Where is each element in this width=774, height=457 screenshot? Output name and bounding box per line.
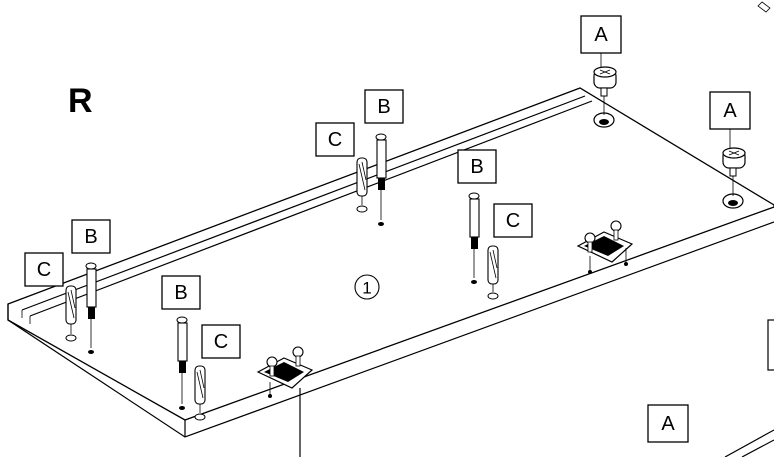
svg-text:C: C <box>328 129 342 151</box>
cam-bolt-b-left <box>85 262 97 354</box>
label-c-back: C <box>315 122 355 157</box>
svg-text:C: C <box>506 210 520 232</box>
label-a-bottom: A <box>647 404 689 443</box>
dowel-c-front <box>194 365 206 421</box>
secondary-board-edge <box>724 319 774 457</box>
dowel-c-left <box>65 285 77 342</box>
cam-bolt-b-front <box>176 316 188 410</box>
dowel-c-back <box>356 157 368 213</box>
board-panel <box>7 87 774 438</box>
svg-text:B: B <box>174 282 187 304</box>
svg-text:A: A <box>723 100 737 122</box>
label-a-right: A <box>709 91 751 148</box>
cam-lock-a-top <box>593 66 617 128</box>
label-b-middle: B <box>457 149 497 184</box>
svg-text:B: B <box>377 96 390 118</box>
cam-lock-a-right <box>722 147 746 209</box>
svg-text:C: C <box>214 331 228 353</box>
svg-text:1: 1 <box>362 279 371 298</box>
svg-text:B: B <box>470 156 483 178</box>
step-marker: 1 <box>354 274 380 300</box>
hinge-plate-right <box>576 220 634 274</box>
label-b-front: B <box>161 275 201 310</box>
svg-text:A: A <box>661 413 675 435</box>
label-b-left: B <box>71 219 111 254</box>
label-c-left: C <box>24 252 64 287</box>
cam-bolt-b-back <box>375 133 387 226</box>
cam-bolt-b-middle <box>468 192 480 284</box>
hinge-plate-front <box>256 346 314 457</box>
svg-text:C: C <box>37 259 51 281</box>
side-label: R <box>68 82 93 120</box>
label-a-top: A <box>580 15 622 68</box>
label-c-middle: C <box>493 203 533 238</box>
dowel-c-middle <box>487 245 499 300</box>
svg-text:B: B <box>84 226 97 248</box>
label-c-front: C <box>201 324 241 359</box>
svg-text:A: A <box>594 24 608 46</box>
corner-mark <box>757 1 771 13</box>
label-b-back: B <box>364 89 404 124</box>
